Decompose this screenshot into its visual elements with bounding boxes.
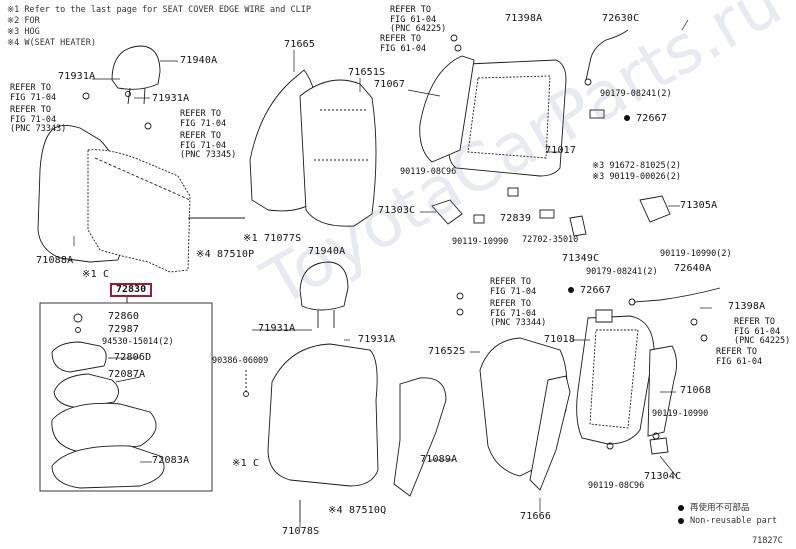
callout-72839[interactable]: 72839 (500, 213, 532, 224)
frame-side-71068 (647, 345, 677, 437)
callout-71068[interactable]: 71068 (680, 385, 712, 396)
callout-72860[interactable]: 72860 (108, 311, 140, 322)
ref-fig71-c[interactable]: REFER TO FIG 71-04 (180, 109, 227, 129)
bracket-71304C (649, 437, 669, 455)
legend-dot-icon (678, 504, 684, 511)
callout-71652S[interactable]: 71652S (428, 346, 466, 357)
callout-90119-10990-a[interactable]: 90119-10990 (452, 237, 509, 247)
callout-71305A[interactable]: 71305A (680, 200, 718, 211)
ref-fig71-f[interactable]: REFER TO FIG 71-04 (PNC 73344) (490, 299, 547, 328)
callout-72702[interactable]: 72702-35010 (522, 235, 579, 245)
callout-71940A-top[interactable]: 71940A (180, 55, 218, 66)
callout-71067[interactable]: 71067 (374, 79, 406, 90)
hinge-71305A (639, 195, 671, 223)
callout-90119-10990-c[interactable]: 90119-10990 (652, 409, 709, 419)
callout-71666[interactable]: 71666 (520, 511, 552, 522)
callout-87510P[interactable]: ※4 87510P (196, 249, 255, 260)
callout-90119-08C96-b[interactable]: 90119-08C96 (588, 481, 645, 491)
figure-code: 71827C (752, 536, 783, 546)
latch-71303C (431, 199, 463, 225)
callout-72640A[interactable]: 72640A (674, 263, 712, 274)
clip-note-c2: ※1 C (232, 458, 260, 469)
callout-72667-b[interactable]: 72667 (568, 286, 611, 296)
ref-fig71-b[interactable]: REFER TO FIG 71-04 (PNC 73343) (10, 105, 67, 134)
note-4: ※4 W(SEAT HEATER) (7, 38, 97, 48)
pad-71666 (529, 375, 571, 491)
callout-90119-10990-b[interactable]: 90119-10990(2) (660, 249, 732, 259)
callout-71018[interactable]: 71018 (544, 334, 576, 345)
callout-71088A[interactable]: 71088A (36, 255, 74, 266)
cushion-72083A-lower (51, 445, 165, 489)
seatback-pad-71651S (299, 79, 377, 227)
subassembly-box (39, 302, 213, 492)
callout-71077S[interactable]: ※1 71077S (243, 233, 302, 244)
callout-71931A-d[interactable]: 71931A (358, 334, 396, 345)
callout-72987[interactable]: 72987 (108, 324, 140, 335)
ref-fig61-a[interactable]: REFER TO FIG 61-04 (PNC 64225) (390, 5, 447, 34)
callout-90386[interactable]: 90386-06009 (212, 356, 269, 366)
callout-71078S[interactable]: 71078S (282, 526, 320, 537)
cable-72630C (585, 29, 629, 81)
note-3: ※3 HOG (7, 27, 40, 37)
ref-fig61-b[interactable]: REFER TO FIG 61-04 (380, 34, 427, 54)
headrest-upper-left (111, 45, 161, 90)
callout-72806D[interactable]: 72806D (114, 352, 152, 363)
callout-90119-08C96-a[interactable]: 90119-08C96 (400, 167, 457, 177)
callout-71349C[interactable]: 71349C (562, 253, 600, 264)
callout-71665[interactable]: 71665 (284, 39, 316, 50)
ref-fig61-d[interactable]: REFER TO FIG 61-04 (716, 347, 763, 367)
callout-71931A-c[interactable]: 71931A (258, 323, 296, 334)
ref-fig61-c[interactable]: REFER TO FIG 61-04 (PNC 64225) (734, 317, 791, 346)
callout-71017[interactable]: 71017 (545, 145, 577, 156)
callout-94530[interactable]: 94530-15014(2) (102, 337, 174, 347)
seatback-frame-71017 (448, 59, 567, 177)
ref-fig71-d[interactable]: REFER TO FIG 71-04 (PNC 73345) (180, 131, 237, 160)
seatback-cover-71078S (267, 343, 379, 487)
callout-71398A-b[interactable]: 71398A (728, 301, 766, 312)
callout-72830-highlight[interactable]: 72830 (110, 283, 153, 297)
seatback-cover-left-inner (87, 149, 191, 273)
callout-71089A[interactable]: 71089A (420, 454, 458, 465)
callout-90119-00026[interactable]: ※3 90119-00026(2) (592, 172, 682, 182)
callout-72630C[interactable]: 72630C (602, 13, 640, 24)
legend-en: Non-reusable part (678, 516, 777, 526)
note-2: ※2 FOR (7, 16, 40, 26)
pad-72087A (53, 373, 119, 409)
callout-71931A-a[interactable]: 71931A (58, 71, 96, 82)
callout-71940A-mid[interactable]: 71940A (308, 246, 346, 257)
seatback-pad-71089A (393, 377, 447, 497)
latch-71349C (569, 215, 587, 237)
headrest-lower (299, 261, 349, 311)
callout-71398A-top[interactable]: 71398A (505, 13, 543, 24)
callout-71304C[interactable]: 71304C (644, 471, 682, 482)
callout-72083A[interactable]: 72083A (152, 455, 190, 466)
legend-dot-icon (678, 517, 684, 524)
callout-71303C[interactable]: 71303C (378, 205, 416, 216)
seatback-frame-71018 (576, 315, 655, 445)
note-1: ※1 Refer to the last page for SEAT COVER… (7, 5, 311, 15)
non-reusable-dot (568, 287, 574, 293)
callout-90179-a[interactable]: 90179-08241(2) (600, 89, 672, 99)
ref-fig71-a[interactable]: REFER TO FIG 71-04 (10, 83, 57, 103)
callout-91672[interactable]: ※3 91672-81025(2) (592, 161, 682, 171)
clip-note-c1: ※1 C (82, 269, 110, 280)
callout-87510Q[interactable]: ※4 87510Q (328, 505, 387, 516)
pad-72806D (51, 341, 107, 373)
cushion-72083A-upper (51, 402, 157, 453)
callout-71931A-b[interactable]: 71931A (152, 93, 190, 104)
legend-jp: 再使用不可部品 (678, 503, 750, 513)
cable-72640A (633, 287, 721, 303)
callout-71651S[interactable]: 71651S (348, 67, 386, 78)
ref-fig71-e[interactable]: REFER TO FIG 71-04 (490, 277, 537, 297)
callout-72087A[interactable]: 72087A (108, 369, 146, 380)
callout-90179-b[interactable]: 90179-08241(2) (586, 267, 658, 277)
callout-72667-a[interactable]: 72667 (624, 114, 667, 124)
non-reusable-dot (624, 115, 630, 121)
